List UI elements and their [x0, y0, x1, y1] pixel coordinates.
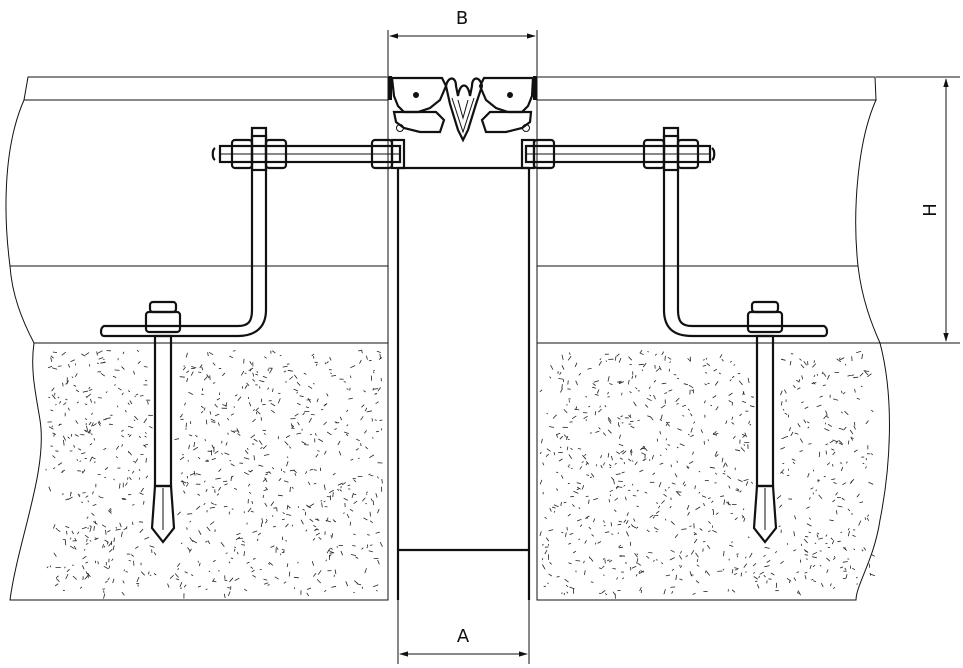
- left-profile-body: [390, 76, 448, 114]
- left-slab: [5, 76, 389, 601]
- dimension-a-label: A: [457, 626, 470, 647]
- right-concrete-texture: [539, 349, 876, 599]
- dimension-h-label: H: [920, 203, 941, 217]
- left-concrete-base: [9, 342, 389, 601]
- joint-gap: [387, 77, 538, 600]
- dimension-b-label: B: [456, 8, 468, 29]
- left-insulation-layer: [9, 265, 389, 344]
- right-slab: [536, 76, 890, 601]
- right-concrete-base: [536, 342, 890, 601]
- seal-profile: [388, 76, 537, 143]
- elastomer-insert: [444, 77, 484, 143]
- right-insulation-layer: [536, 265, 881, 344]
- left-profile: [388, 76, 392, 100]
- right-profile-body: [478, 76, 535, 114]
- right-screed-layer: [536, 99, 877, 267]
- right-anchor-bolt: [746, 300, 784, 544]
- dimension-b: B: [387, 8, 538, 76]
- left-screed-layer: [5, 99, 389, 267]
- dimension-h: H: [876, 76, 960, 344]
- right-top-layer: [536, 76, 877, 101]
- left-top-layer: [23, 76, 389, 101]
- left-anchor-bolt: [144, 300, 182, 544]
- left-anchor-rod: [99, 126, 406, 338]
- dimension-a: A: [397, 600, 530, 664]
- left-concrete-texture: [45, 349, 383, 599]
- right-anchor-rod: [520, 126, 829, 338]
